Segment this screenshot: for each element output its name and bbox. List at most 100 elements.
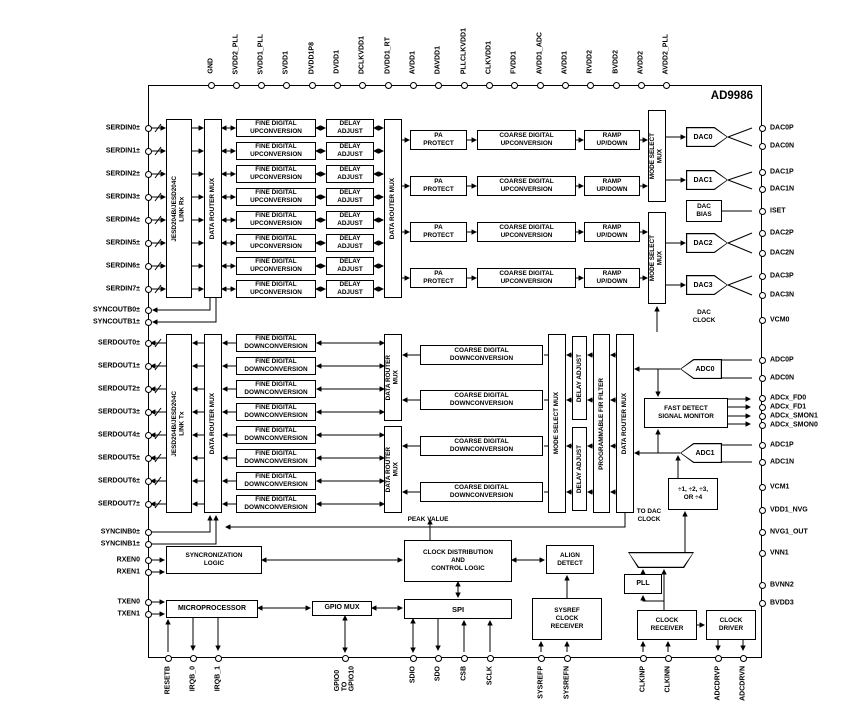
dac2-block: DAC2 bbox=[686, 233, 728, 253]
pa-protect-2: PA PROTECT bbox=[410, 222, 467, 242]
pin-serdin4-circle bbox=[144, 216, 152, 224]
pin-sclk-circle bbox=[486, 654, 494, 662]
pin-vcm0-circle bbox=[758, 316, 766, 324]
pin-nvg1-out-label: NVG1_OUT bbox=[770, 528, 808, 536]
fine-digital-downconversion-2: FINE DIGITAL DOWNCONVERSION bbox=[236, 380, 316, 398]
pin-dac2p-circle bbox=[758, 229, 766, 237]
pin-iset-circle bbox=[758, 207, 766, 215]
pin-syncinb1-circle bbox=[144, 540, 152, 548]
programmable-fir-filter-block: PROGRAMMABLE FIR FILTER bbox=[593, 334, 610, 513]
rx-data-router-mux-mid-a-label: DATA ROUTER MUX bbox=[385, 354, 400, 401]
pin-dvdd1-rt-label: DVDD1_RT bbox=[384, 37, 392, 74]
pin-serdin1-circle bbox=[144, 147, 152, 155]
pin-clkinp-circle bbox=[639, 654, 647, 662]
jesd-link-rx-block: JESD204B/JESD204C LINK Rx bbox=[166, 119, 192, 298]
rx-data-router-mux-right: DATA ROUTER MUX bbox=[616, 334, 634, 513]
pin-syncinb0-label: SYNCINB0± bbox=[100, 528, 140, 536]
coarse-digital-upconversion-0: COARSE DIGITAL UPCONVERSION bbox=[477, 130, 576, 150]
pll-block: PLL bbox=[624, 574, 662, 594]
pin-avdd2-circle bbox=[637, 81, 645, 89]
pin-avdd2-pll-circle bbox=[662, 81, 670, 89]
jesd-link-tx-block: JESD204B/JESD204C LINK Tx bbox=[166, 334, 192, 513]
pin-serdout0-label: SERDOUT0± bbox=[98, 339, 140, 347]
pin-adc0n-label: ADC0N bbox=[770, 374, 795, 382]
gpio-mux-block: GPIO MUX bbox=[312, 601, 372, 616]
coarse-digital-upconversion-3: COARSE DIGITAL UPCONVERSION bbox=[477, 268, 576, 288]
pin-dclkvdd1-circle bbox=[358, 81, 366, 89]
pin-serdin4-label: SERDIN4± bbox=[105, 216, 140, 224]
fine-digital-upconversion-4: FINE DIGITAL UPCONVERSION bbox=[236, 211, 316, 229]
rx-mode-select-mux: MODE SELECT MUX bbox=[548, 334, 566, 513]
tx-delay-adjust-2: DELAY ADJUST bbox=[326, 165, 374, 183]
programmable-fir-filter-label: PROGRAMMABLE FIR FILTER bbox=[597, 377, 605, 470]
pin-svdd1-pll-label: SVDD1_PLL bbox=[257, 33, 265, 74]
pin-resetb-label: RESETB bbox=[164, 666, 172, 695]
pin-sdo-label: SDO bbox=[434, 666, 442, 682]
pin-dac1p-circle bbox=[758, 168, 766, 176]
dac-bias-block: DAC BIAS bbox=[686, 200, 722, 222]
clock-mux-inner bbox=[629, 553, 693, 567]
pin-gnd-circle bbox=[207, 81, 215, 89]
pin-csb-circle bbox=[460, 654, 468, 662]
pin-rvdd2-label: RVDD2 bbox=[586, 50, 594, 74]
pin-svdd2-pll-circle bbox=[232, 81, 240, 89]
pin-serdout0-circle bbox=[144, 339, 152, 347]
fine-digital-upconversion-5: FINE DIGITAL UPCONVERSION bbox=[236, 234, 316, 252]
pin-dvdd1-circle bbox=[333, 81, 341, 89]
fine-digital-downconversion-0: FINE DIGITAL DOWNCONVERSION bbox=[236, 334, 316, 352]
pin-syncoutb0-circle bbox=[144, 306, 152, 314]
pin-adcdrvn-label: ADCDRVN bbox=[739, 666, 747, 701]
pin-serdout4-label: SERDOUT4± bbox=[98, 431, 140, 439]
pin-dac0p-label: DAC0P bbox=[770, 124, 794, 132]
pin-txen1-circle bbox=[144, 610, 152, 618]
pin-serdout1-label: SERDOUT1± bbox=[98, 362, 140, 370]
ramp-up-down-1: RAMP UP/DOWN bbox=[584, 176, 640, 196]
pin-fvdd1-circle bbox=[510, 81, 518, 89]
fine-digital-upconversion-6: FINE DIGITAL UPCONVERSION bbox=[236, 257, 316, 275]
pin-adc1p-circle bbox=[758, 441, 766, 449]
pin-adc1n-circle bbox=[758, 458, 766, 466]
rx-mode-select-mux-label: MODE SELECT MUX bbox=[553, 392, 561, 455]
dac1-label: DAC1 bbox=[687, 171, 727, 189]
pin-syncoutb1-circle bbox=[144, 318, 152, 326]
pin-serdout3-label: SERDOUT3± bbox=[98, 408, 140, 416]
pin-rxen0-label: RXEN0 bbox=[116, 556, 140, 564]
clock-driver-block: CLOCK DRIVER bbox=[706, 610, 756, 640]
pin-davdd1-circle bbox=[434, 81, 442, 89]
pin-davdd1-label: DAVDD1 bbox=[434, 45, 442, 74]
pin-svdd1-circle bbox=[282, 81, 290, 89]
pin-bvdd2-label: BVDD2 bbox=[612, 50, 620, 74]
rx-delay-adjust-b-label: DELAY ADJUST bbox=[575, 444, 583, 494]
pin-avdd1-label: AVDD1 bbox=[561, 50, 569, 74]
pin-serdout2-label: SERDOUT2± bbox=[98, 385, 140, 393]
pin-serdout6-label: SERDOUT6± bbox=[98, 477, 140, 485]
synchronization-logic-block: SYNCRONIZATION LOGIC bbox=[166, 546, 262, 574]
pin-bvdd3-circle bbox=[758, 599, 766, 607]
tx-data-router-mux-1-label: DATA ROUTER MUX bbox=[209, 177, 217, 240]
pin-rxen0-circle bbox=[144, 556, 152, 564]
fine-digital-downconversion-6: FINE DIGITAL DOWNCONVERSION bbox=[236, 472, 316, 490]
pin-serdin5-circle bbox=[144, 239, 152, 247]
pin-serdin6-circle bbox=[144, 262, 152, 270]
pin-dac1n-circle bbox=[758, 185, 766, 193]
pin-serdout5-label: SERDOUT5± bbox=[98, 454, 140, 462]
pin-gpio0-to-gpio10-label: GPIO0 TO GPIO10 bbox=[333, 666, 356, 692]
pin-dac3n-circle bbox=[758, 291, 766, 299]
pin-fvdd1-label: FVDD1 bbox=[510, 51, 518, 74]
pin-adc1n-label: ADC1N bbox=[770, 458, 795, 466]
pin-sysrefn-label: SYSREFN bbox=[563, 666, 571, 700]
pin-rxen1-circle bbox=[144, 568, 152, 576]
pin-avdd2-pll-label: AVDD2_PLL bbox=[662, 33, 670, 74]
pin-serdin1-label: SERDIN1± bbox=[105, 147, 140, 155]
pin-svdd1-pll-circle bbox=[257, 81, 265, 89]
pin-dac2p-label: DAC2P bbox=[770, 229, 794, 237]
dac-clock-label: DAC CLOCK bbox=[692, 309, 716, 324]
pin-pllclkvdd1-circle bbox=[460, 81, 468, 89]
pin-syncoutb0-label: SYNCOUTB0± bbox=[92, 306, 140, 314]
tx-delay-adjust-3: DELAY ADJUST bbox=[326, 188, 374, 206]
tx-data-router-mux-1: DATA ROUTER MUX bbox=[204, 119, 222, 298]
fine-digital-downconversion-3: FINE DIGITAL DOWNCONVERSION bbox=[236, 403, 316, 421]
pin-dac2n-circle bbox=[758, 249, 766, 257]
sysref-clock-receiver-block: SYSREF CLOCK RECEIVER bbox=[532, 598, 602, 640]
